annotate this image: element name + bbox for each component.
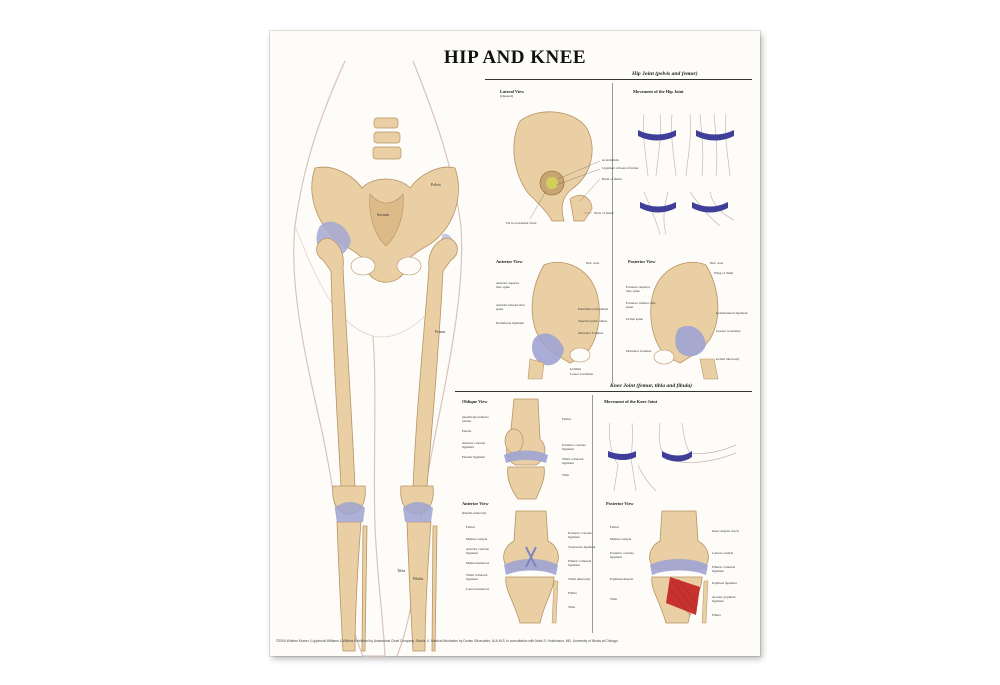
anterior-hip-label-2: Anterior superior iliac spine	[496, 281, 520, 289]
anterior-hip-label-3: Anterior inferior iliac spine	[496, 303, 526, 311]
knee-column-divider	[592, 395, 593, 633]
hip-section-rule	[485, 79, 752, 80]
anterior-hip-illustration	[527, 262, 600, 380]
hip-movement-illustration	[638, 113, 735, 235]
posterior-knee-label-9: Popliteus muscle	[610, 577, 634, 581]
lateral-label-3: Head of femur	[602, 177, 622, 181]
posterior-knee-label-6: Fibular collateral ligament	[712, 565, 736, 573]
anterior-hip-label-7: Obturator foramen	[578, 331, 604, 335]
anterior-hip-label-9: Lesser trochanter	[570, 372, 594, 376]
hip-column-divider	[612, 83, 613, 383]
posterior-knee-title: Posterior View	[606, 501, 634, 506]
anterior-knee-label-7: Posterior cruciate ligament	[568, 531, 592, 539]
anterior-hip-label-4: Iliofemoral ligament	[496, 321, 524, 325]
lateral-label-1: Acetabulum	[602, 158, 619, 162]
knee-section-heading: Knee Joint (femur, tibia and fibula)	[610, 383, 693, 389]
oblique-label-8: Tibia	[562, 473, 570, 477]
anterior-knee-illustration	[503, 510, 559, 624]
anterior-knee-label-1: Femur	[466, 525, 475, 529]
oblique-label-5: Femur	[562, 417, 571, 421]
posterior-knee-label-2: Intercondylar notch	[712, 529, 739, 533]
oblique-label-3: Anterior cruciate ligament	[462, 441, 486, 449]
anterior-hip-title: Anterior View	[496, 259, 523, 264]
hip-movement-title: Movement of the Hip Joint	[633, 89, 684, 94]
posterior-hip-label-3: Posterior superior iliac spine	[626, 285, 651, 293]
label-sacrum: Sacrum	[377, 212, 390, 217]
posterior-hip-label-2: Wing of ilium	[714, 271, 734, 275]
label-tibia: Tibia	[397, 568, 406, 573]
anterior-knee-title: Anterior View	[462, 501, 489, 506]
posterior-knee-label-3: Medial condyle	[610, 537, 632, 541]
anterior-knee-label-2: Medial condyle	[466, 537, 488, 541]
posterior-hip-label-4: Posterior inferior iliac spine	[626, 301, 656, 309]
lateral-view-title: Lateral View	[500, 89, 525, 94]
posterior-knee-label-7: Popliteal ligament	[712, 581, 737, 585]
posterior-hip-title: Posterior View	[628, 259, 656, 264]
label-femur: Femur	[435, 329, 446, 334]
lateral-view-illustration	[513, 111, 601, 222]
posterior-hip-label-9: Obturator foramen	[626, 349, 652, 353]
lateral-label-4: Neck of femur	[594, 211, 614, 215]
lateral-label-5: Fat in acetabular fossa	[506, 221, 537, 225]
anterior-knee-label-3: Anterior cruciate ligament	[466, 547, 490, 555]
poster-footer-credits: ©2004 Wolters Kluwer | Lippincott Willia…	[276, 639, 618, 643]
oblique-view-illustration	[504, 398, 548, 500]
poster-title: HIP AND KNEE	[443, 47, 587, 68]
main-leg-illustration: Pelvis Sacrum Femur Tibia Fibula	[293, 60, 463, 657]
oblique-label-1: Quadriceps femoris tendon	[462, 415, 489, 423]
anterior-knee-label-4: Medial meniscus	[466, 561, 490, 565]
posterior-knee-illustration	[649, 510, 709, 624]
anterior-knee-label-6: Lateral meniscus	[466, 587, 490, 591]
knee-movement-title: Movement of the Knee Joint	[604, 399, 658, 404]
posterior-knee-label-4: Lateral condyle	[712, 551, 734, 555]
posterior-knee-label-5: Posterior cruciate ligament	[610, 551, 634, 559]
posterior-knee-label-1: Femur	[610, 525, 619, 529]
posterior-knee-label-10: Tibia	[610, 597, 618, 601]
posterior-hip-label-7: Greater trochanter	[716, 329, 741, 333]
oblique-label-6: Posterior cruciate ligament	[562, 443, 586, 451]
hip-section-heading: Hip Joint (pelvis and femur)	[632, 71, 698, 77]
oblique-label-7: Tibial collateral ligament	[562, 457, 584, 465]
label-pelvis: Pelvis	[431, 182, 441, 187]
posterior-knee-label-8: Arcuate popliteal ligament	[712, 595, 736, 603]
anterior-knee-subtitle: (Patella removed)	[462, 511, 487, 515]
posterior-hip-label-6: Ischiofemoral ligament	[716, 311, 748, 315]
anterior-hip-label-6: Superior pubic ramus	[578, 319, 608, 323]
posterior-hip-label-5: Ischial spine	[626, 317, 644, 321]
anterior-hip-label-1: Iliac crest	[586, 261, 600, 265]
oblique-label-2: Patella	[462, 429, 472, 433]
posterior-hip-label-8: Ischial tuberosity	[716, 357, 740, 361]
oblique-label-4: Patellar ligament	[462, 455, 486, 459]
posterior-hip-label-1: Iliac crest	[710, 261, 724, 265]
anterior-knee-label-8: Transverse ligament	[568, 545, 596, 549]
anterior-knee-label-9: Fibular collateral ligament	[568, 559, 592, 567]
anatomy-poster: HIP AND KNEE	[270, 31, 760, 657]
anterior-knee-label-5: Tibial collateral ligament	[466, 573, 488, 581]
posterior-knee-label-11: Fibula	[712, 613, 721, 617]
lateral-view-subtitle: (Opened)	[500, 94, 513, 98]
anterior-knee-label-11: Fibula	[568, 591, 577, 595]
anterior-hip-label-5: Pubofemoral ligament	[578, 307, 609, 311]
knee-section-rule	[455, 391, 752, 392]
anterior-knee-label-10: Tibial tuberosity	[568, 577, 591, 581]
posterior-hip-illustration	[650, 262, 719, 380]
lateral-label-2: Ligament of head of femur	[602, 166, 639, 170]
label-fibula: Fibula	[413, 576, 423, 581]
anterior-knee-label-12: Tibia	[568, 605, 576, 609]
knee-movement-illustration	[608, 422, 737, 492]
anterior-hip-label-8: Ischium	[570, 367, 581, 371]
oblique-view-title: Oblique View	[462, 399, 488, 404]
